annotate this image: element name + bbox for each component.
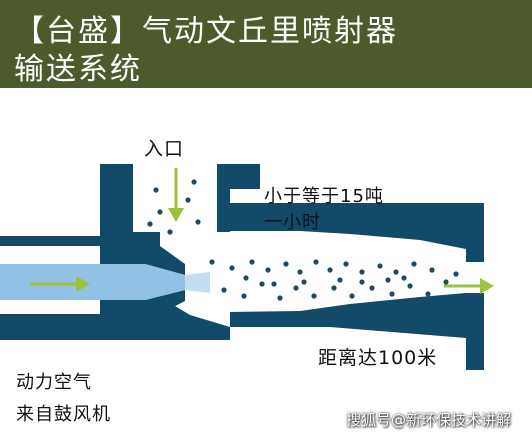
- particle: [283, 261, 289, 267]
- nozzle-lower: [100, 290, 185, 314]
- title-line-2: 输送系统: [14, 52, 142, 87]
- inlet-label: 入口: [144, 138, 185, 160]
- distance-label: 距离达100米: [318, 347, 438, 369]
- particle: [191, 179, 197, 185]
- particle: [195, 219, 201, 225]
- particle: [221, 287, 227, 293]
- particle: [153, 187, 159, 193]
- particle: [343, 261, 349, 267]
- air-jet-spray: [185, 272, 210, 293]
- particle: [249, 259, 255, 265]
- particle: [429, 267, 435, 273]
- particle: [327, 267, 333, 273]
- particle: [349, 293, 355, 299]
- particle: [209, 259, 215, 265]
- particle: [157, 209, 163, 215]
- inlet-arrow: [168, 168, 184, 222]
- pipe-bottom-wall: [230, 293, 484, 370]
- air-source-label-line-1: 动力空气: [16, 372, 92, 393]
- particle: [389, 291, 395, 297]
- particle: [297, 269, 303, 275]
- particle: [241, 293, 247, 299]
- capacity-label-line-2: 一小时: [264, 212, 321, 233]
- air-source-label-line-2: 来自鼓风机: [16, 404, 111, 425]
- particle: [229, 265, 235, 271]
- particle: [411, 261, 417, 267]
- particle: [401, 275, 407, 281]
- particle: [359, 269, 365, 275]
- pipe-top-wall: [217, 203, 484, 262]
- particle: [385, 277, 391, 283]
- pipe-upper-wall: [0, 164, 160, 246]
- particle: [259, 281, 265, 287]
- particle: [167, 229, 173, 235]
- particle: [331, 285, 337, 291]
- particle: [393, 269, 399, 275]
- nozzle-upper: [100, 246, 185, 275]
- particle: [425, 291, 431, 297]
- particle: [271, 281, 277, 287]
- particle: [277, 295, 283, 301]
- material-particles: [147, 179, 459, 301]
- particle: [407, 283, 413, 289]
- particle: [359, 279, 365, 285]
- particle: [377, 263, 383, 269]
- pipe-lower-left-wall: [0, 297, 230, 340]
- particle: [369, 285, 375, 291]
- particle: [243, 275, 249, 281]
- outlet-arrow: [444, 278, 494, 294]
- watermark: 搜狐号@新环保技术讲解: [346, 411, 512, 429]
- particle: [185, 197, 191, 203]
- compressed-air-stream: [0, 264, 185, 300]
- air-flow-arrow: [30, 276, 90, 292]
- particle: [443, 279, 449, 285]
- particle: [453, 271, 459, 277]
- particle: [313, 259, 319, 265]
- venturi-ejector-diagram: [0, 164, 494, 370]
- particle: [311, 293, 317, 299]
- title-line-1: 【台盛】气动文丘里喷射器: [14, 14, 398, 49]
- title-banner: 【台盛】气动文丘里喷射器 输送系统: [0, 0, 532, 88]
- particle: [301, 279, 307, 285]
- particle: [337, 277, 343, 283]
- capacity-label-line-1: 小于等于15吨: [264, 186, 384, 207]
- particle: [147, 221, 153, 227]
- particle: [293, 285, 299, 291]
- particle: [265, 267, 271, 273]
